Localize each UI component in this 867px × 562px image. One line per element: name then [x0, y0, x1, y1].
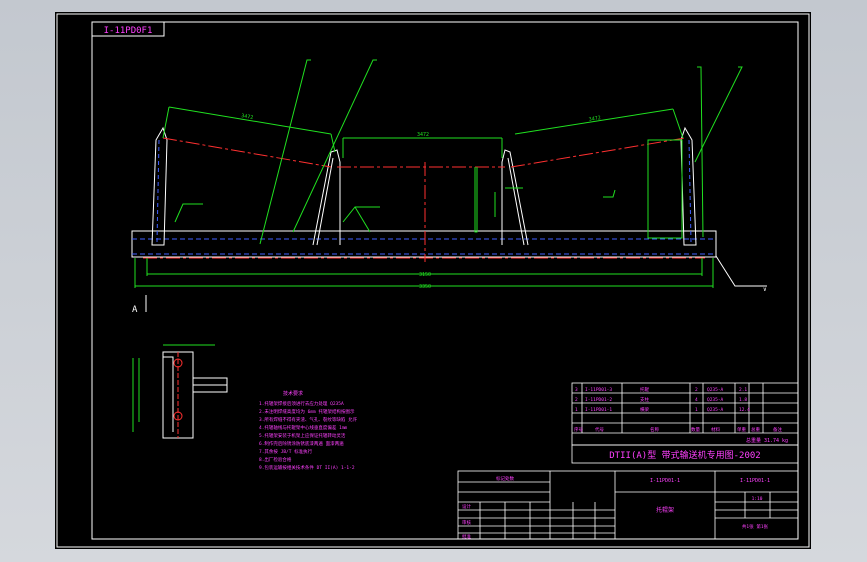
dim-overall-inner-text: 3150 — [419, 272, 431, 278]
tb-designer: 设计 — [462, 503, 471, 510]
parts-list-text: 3 I-11PD01-3 托辊 2 Q235-A 2.1 2 I-11PD01-… — [574, 386, 788, 444]
pl-h-mat: 材料 — [711, 426, 720, 433]
title-line-box — [571, 444, 799, 464]
pl-qty-3: 2 — [695, 387, 698, 393]
dim-left-ext — [162, 106, 170, 139]
pl-h-unit: 单重 — [737, 426, 746, 433]
right-bracket — [680, 126, 697, 246]
pl-name-3: 托辊 — [640, 386, 649, 393]
drawing-code-box — [91, 21, 165, 37]
tb-part-name: 托辊架 — [656, 506, 674, 514]
weld-symbol-left — [174, 203, 203, 223]
dim-left-slope — [168, 106, 332, 135]
pl-h-qty: 数量 — [691, 426, 700, 433]
dim-left-slope-text: 3472 — [241, 113, 254, 121]
tb-checker: 审核 — [462, 519, 471, 526]
outer-border — [56, 13, 810, 548]
tb-scale: 1:10 — [752, 496, 763, 502]
right-leader — [715, 255, 767, 287]
technical-notes: 技术要求 1.托辊架焊接后须进行去应力处理 Q235A 2.未注明焊缝高度均为 … — [259, 390, 358, 471]
tb-drawing-no-2: I-11PD01-1 — [740, 478, 770, 484]
pl-h-total: 总重 — [751, 426, 760, 433]
left-roller-axis — [162, 137, 332, 168]
dim-center-text: 3472 — [417, 132, 429, 138]
tb-approver: 批准 — [462, 533, 471, 540]
title-block-frame — [457, 470, 799, 540]
total-weight: 总重量 31.74 kg — [746, 437, 788, 444]
pl-h-note: 备注 — [773, 426, 782, 433]
right-leader-mark: ∨ — [763, 286, 767, 293]
note-1: 1.托辊架焊接后须进行去应力处理 Q235A — [259, 400, 344, 407]
parts-list — [571, 382, 799, 446]
pl-code-2: I-11PD01-2 — [585, 397, 612, 403]
leader-part-4 — [694, 66, 743, 163]
pl-code-1: I-11PD01-1 — [585, 407, 612, 413]
dim-right-slope — [514, 108, 674, 135]
pl-mat-1: Q235-A — [707, 407, 724, 413]
leader-part-1 — [259, 59, 311, 245]
base-beam — [131, 230, 717, 258]
note-3: 3.所有焊缝不得有夹渣、气孔、裂纹等缺陷 允许 — [259, 416, 358, 423]
note-2: 2.未注明焊缝高度均为 6mm 托辊架结构按图示 — [259, 408, 355, 415]
right-roller-axis — [510, 137, 686, 168]
pl-no-2: 2 — [575, 397, 578, 403]
title-block — [457, 470, 799, 540]
pl-h-code: 代号 — [595, 426, 604, 433]
dim-left-ext-2 — [330, 133, 336, 153]
note-5: 5.托辊架安装于机架上应保证托辊转动灵活 — [259, 432, 346, 439]
right-bracket-hidden — [688, 139, 692, 243]
view-label: A — [132, 305, 138, 315]
height-dim-right — [647, 139, 683, 239]
center-left-support — [312, 149, 341, 246]
pl-no-3: 3 — [575, 387, 578, 393]
elevation-view: 3472 3472 3472 — [131, 59, 767, 315]
detail-view-a — [132, 344, 228, 439]
pl-name-1: 横梁 — [640, 406, 649, 413]
note-4: 4.托辊轴线与托辊架中心线垂直度偏差 1mm — [259, 424, 348, 431]
pl-no-1: 1 — [575, 407, 578, 413]
detail-frame — [162, 356, 174, 432]
weld-symbol-right — [603, 189, 616, 198]
dim-right-slope-text: 3472 — [588, 115, 601, 123]
pl-qty-2: 4 — [695, 397, 698, 403]
note-6: 6.制作完后除锈涂防锈底漆两遍 面漆两遍 — [259, 440, 344, 447]
pl-wt-2: 1.8 — [739, 397, 747, 403]
leader-part-3 — [697, 66, 704, 238]
pl-mat-2: Q235-A — [707, 397, 724, 403]
center-right-support — [501, 149, 529, 246]
dim-overall-text: 3350 — [419, 284, 431, 290]
note-9: 9.包装运输按相关技术条件 DT II(A) 1-1-2 — [259, 464, 355, 471]
center-left-support-inner — [316, 157, 334, 246]
leader-part-2 — [292, 59, 377, 233]
weld-leader-center — [354, 206, 371, 233]
title-block-text: 标记处数 设计 审核 批准 I-11PD01-1 I-11PD01-1 托辊架 … — [462, 475, 770, 540]
weld-symbol-center — [342, 206, 380, 223]
center-right-support-inner — [507, 157, 525, 246]
pl-wt-3: 2.1 — [739, 387, 747, 393]
drawing-canvas: I-11PD0F1 — [56, 13, 810, 548]
pl-mat-3: Q235-A — [707, 387, 724, 393]
pl-name-2: 支柱 — [640, 396, 649, 403]
tb-revision-title: 标记处数 — [496, 475, 514, 482]
pl-h-no: 序号 — [574, 426, 583, 433]
series-title: DTII(A)型 带式输送机专用图-2002 — [609, 449, 760, 461]
drawing-sheet[interactable]: I-11PD0F1 — [55, 12, 811, 549]
pl-wt-1: 12.4 — [739, 407, 750, 413]
left-bracket-hidden — [156, 139, 160, 243]
note-8: 8.出厂检验合格 — [259, 456, 292, 463]
drawing-code: I-11PD0F1 — [104, 26, 153, 36]
pl-qty-1: 1 — [695, 407, 698, 413]
notes-title: 技术要求 — [283, 390, 303, 397]
note-7: 7.其余按 JB/T 标准执行 — [259, 448, 313, 455]
height-dim-left — [474, 167, 478, 233]
inner-border — [91, 21, 799, 540]
left-bracket — [151, 126, 168, 246]
pl-code-3: I-11PD01-3 — [585, 387, 612, 393]
tb-drawing-no: I-11PD01-1 — [650, 478, 680, 484]
tb-sheet: 共1张 第1张 — [742, 523, 769, 530]
dim-right-ext — [672, 108, 684, 139]
pl-h-name: 名称 — [650, 426, 659, 433]
